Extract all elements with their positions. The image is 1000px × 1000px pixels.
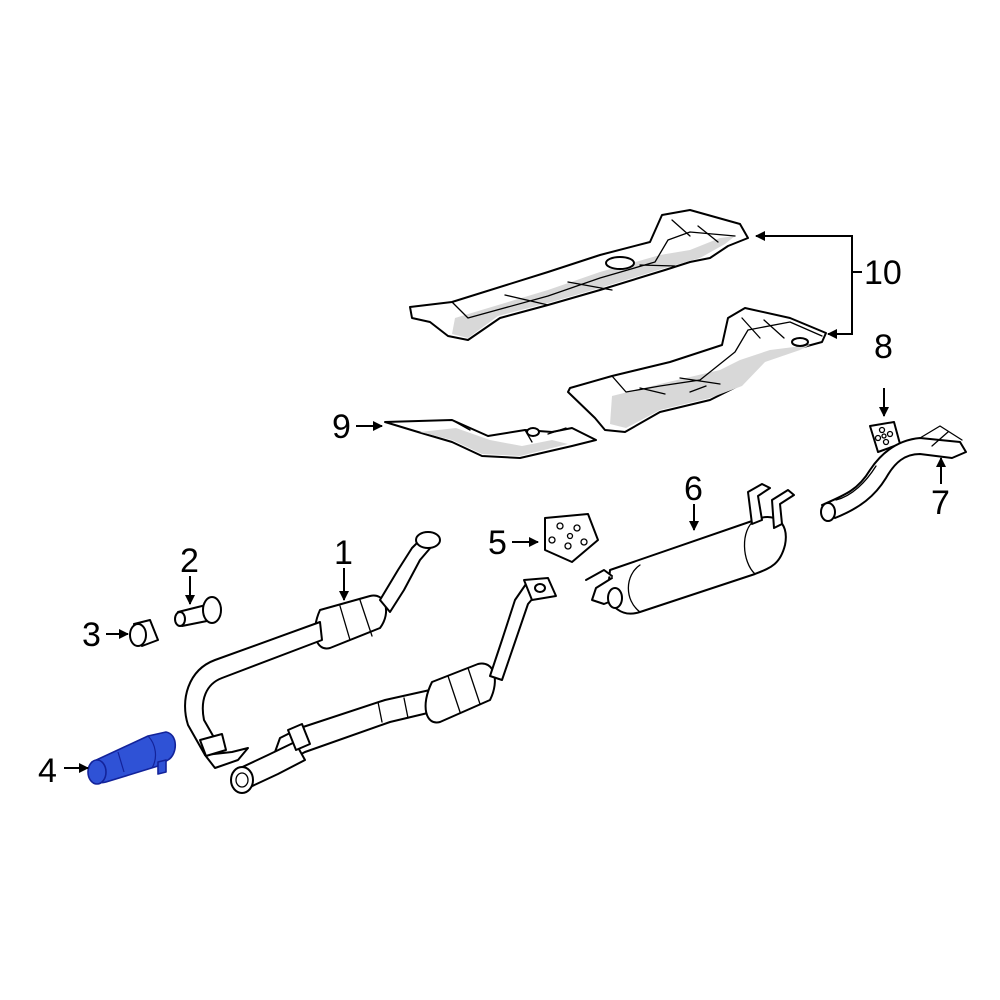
part-5-gasket[interactable]: [544, 513, 599, 563]
callout-7: 7: [931, 484, 950, 522]
part-1-converter-pipe[interactable]: [184, 531, 557, 794]
part-10-lower-heat-shield[interactable]: [567, 307, 827, 433]
part-2-bolt[interactable]: [174, 596, 222, 627]
callout-1: 1: [334, 534, 353, 572]
part-7-tail-pipe[interactable]: [820, 425, 967, 522]
callout-5: 5: [488, 524, 507, 562]
callout-10: 10: [864, 254, 902, 292]
part-10-upper-heat-shield[interactable]: [409, 209, 749, 341]
part-4-pipe-extension[interactable]: [87, 731, 177, 785]
callout-4: 4: [38, 752, 57, 790]
callout-leaders: [64, 231, 946, 773]
callout-6: 6: [684, 470, 703, 508]
callout-2: 2: [180, 542, 199, 580]
callout-8: 8: [874, 328, 893, 366]
leader-10: [755, 231, 853, 272]
callout-9: 9: [332, 408, 351, 446]
callout-3: 3: [82, 616, 101, 654]
part-3-nut[interactable]: [129, 619, 159, 647]
callout-labels: 1 2 3 4 5 6 7 8 9 10: [38, 254, 950, 790]
part-6-muffler[interactable]: [585, 483, 795, 615]
part-9-front-heat-shield[interactable]: [384, 419, 597, 459]
leader-10b: [827, 272, 853, 339]
